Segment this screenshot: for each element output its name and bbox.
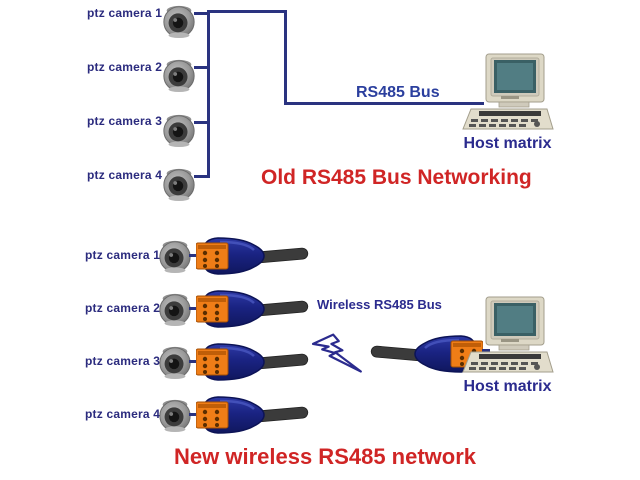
host-matrix-computer-icon (459, 296, 554, 378)
ptz-dome-camera-icon (160, 166, 198, 202)
rs485-bus-top-line (207, 10, 287, 13)
camera-module-connector-line (189, 413, 197, 416)
camera-label: ptz camera 2 (87, 60, 163, 74)
camera-bus-connector-line (194, 121, 209, 124)
camera-label: ptz camera 3 (87, 114, 163, 128)
ptz-dome-camera-icon (160, 112, 198, 148)
wireless-rs485-module-icon (196, 395, 311, 435)
host-matrix-computer-icon (459, 53, 554, 135)
module-host-connector-line (482, 349, 490, 352)
wireless-signal-lightning-icon (303, 331, 369, 377)
camera-label: ptz camera 1 (85, 248, 161, 262)
camera-module-connector-line (189, 254, 197, 257)
camera-label: ptz camera 3 (85, 354, 161, 368)
rs485-bus-down-line (284, 10, 287, 105)
rs485-bus-trunk-line (207, 10, 210, 178)
host-matrix-label: Host matrix (463, 135, 552, 152)
camera-module-connector-line (189, 307, 197, 310)
camera-label: ptz camera 2 (85, 301, 161, 315)
wireless-rs485-bus-label: Wireless RS485 Bus (317, 297, 442, 312)
camera-bus-connector-line (194, 175, 209, 178)
ptz-dome-camera-icon (160, 57, 198, 93)
camera-module-connector-line (189, 360, 197, 363)
rs485-bus-horizontal-line (284, 102, 484, 105)
wireless-rs485-module-icon (196, 289, 311, 329)
camera-bus-connector-line (194, 12, 209, 15)
old-network-title: Old RS485 Bus Networking (261, 166, 532, 189)
new-network-title: New wireless RS485 network (174, 444, 477, 469)
camera-label: ptz camera 4 (85, 407, 161, 421)
rs485-bus-label: RS485 Bus (356, 84, 440, 101)
camera-bus-connector-line (194, 66, 209, 69)
camera-label: ptz camera 1 (87, 6, 163, 20)
camera-label: ptz camera 4 (87, 168, 163, 182)
wireless-rs485-module-icon (196, 342, 311, 382)
host-matrix-label: Host matrix (463, 378, 552, 395)
wireless-rs485-module-icon (196, 236, 311, 276)
ptz-dome-camera-icon (160, 3, 198, 39)
